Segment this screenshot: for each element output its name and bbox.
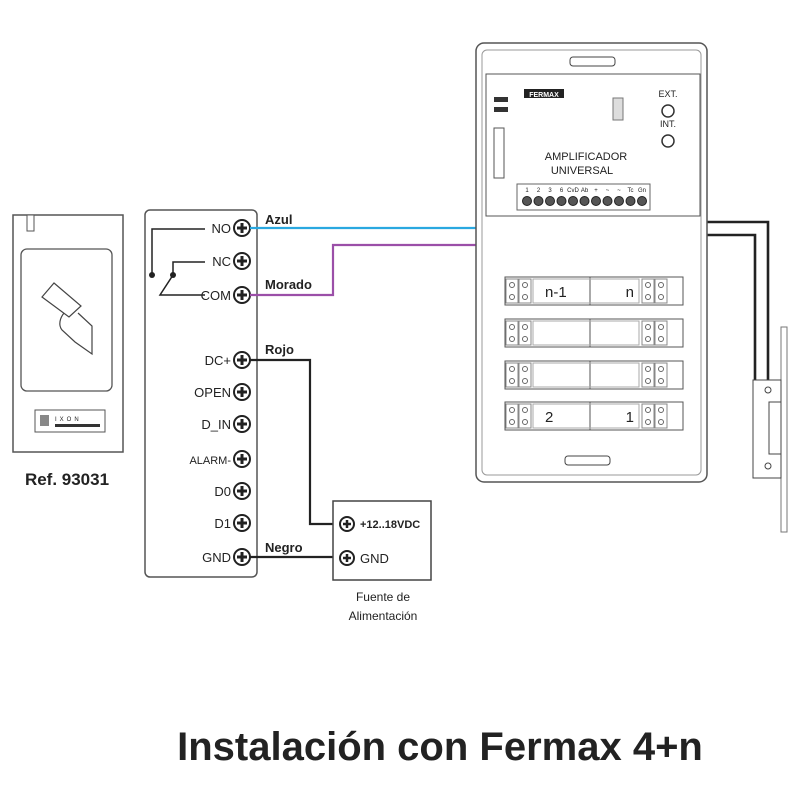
amp-screw-icon [522,196,532,206]
ext-label: EXT. [658,89,677,99]
psu-caption-1: Fuente de [356,590,410,604]
amp-screw-icon [637,196,647,206]
terminal-label: GND [202,550,231,565]
psu-gnd-label: GND [360,551,389,566]
wire-label-azul: Azul [265,212,292,227]
fermax-panel: FERMAX EXT. INT. AMPLIFICADOR UNIVERSAL … [475,42,708,483]
amp-terminal-label: Tc [628,188,634,194]
amp-title-1: AMPLIFICADOR [545,151,628,163]
amp-screw-icon [602,196,613,206]
card-hand-icon [41,282,93,356]
amp-screw-icon [579,196,590,206]
amp-screw-icon [625,196,636,206]
terminal-gnd: GND [202,548,251,566]
wire-label-rojo: Rojo [265,342,294,357]
push-button-left[interactable]: n-1 [545,284,567,301]
int-volume-icon[interactable] [661,134,675,148]
red-wire [250,358,340,526]
terminal-no: NO [212,219,251,237]
terminal-dc: DC+ [205,351,251,369]
amp-terminal-label: 2 [537,188,541,194]
power-supply: +12..18VDC GND Fuente de Alimentación [332,500,432,623]
reader-ref: Ref. 93031 [25,470,109,489]
electric-strike [752,326,788,533]
int-label: INT. [660,119,676,129]
terminal-label: NC [212,254,231,269]
ixon-logo-icon [40,415,49,426]
amp-terminal-label: CvD [567,188,579,194]
amp-screw-icon [533,196,544,206]
push-button-row: n-1 n [504,276,684,306]
terminal-label: NO [212,221,232,236]
amp-terminal-label: 1 [525,188,529,194]
ixon-logo: IXON [55,417,82,423]
amp-terminal-label: ~ [617,188,621,194]
amp-terminal-label: 3 [548,188,552,194]
amp-screw-icon [556,196,567,206]
terminal-label: D0 [214,484,231,499]
access-controller [144,209,258,578]
terminal-label: ALARM- [189,455,231,467]
terminal-nc: NC [212,252,251,270]
push-button-row [504,318,684,348]
terminal-label: COM [201,288,231,303]
page-title: Instalación con Fermax 4+n [177,725,703,769]
terminal-label: D_IN [201,417,231,432]
terminal-d0: D0 [214,482,251,500]
amp-title-2: UNIVERSAL [551,165,613,177]
amp-terminal-label: 6 [560,188,564,194]
card-reader: IXON Ref. 93031 [12,214,124,489]
push-button-row [504,360,684,390]
amp-terminal-label: Ab [581,188,589,194]
fermax-logo [524,89,564,98]
amp-terminal-label: + [594,188,598,194]
terminal-alarm: ALARM- [189,450,251,468]
amp-terminal-label: ~ [606,188,610,194]
terminal-d1: D1 [214,514,251,532]
terminal-open: OPEN [194,383,251,401]
psu-plus-label: +12..18VDC [360,519,420,531]
terminal-label: D1 [214,516,231,531]
terminal-label: OPEN [194,385,231,400]
amp-screw-icon [545,196,555,206]
push-button-left[interactable]: 2 [545,409,553,426]
psu-caption-2: Alimentación [349,609,418,623]
push-button-right[interactable]: 1 [626,409,634,426]
terminal-label: DC+ [205,353,231,368]
wire-label-morado: Morado [265,277,312,292]
svg-text:FERMAX: FERMAX [529,92,559,99]
ext-volume-icon[interactable] [661,104,675,118]
amp-screw-icon [591,196,601,206]
amp-screw-icon [568,196,578,206]
amp-terminal-label: Gn [638,188,646,194]
wire-label-negro: Negro [265,540,303,555]
terminal-din: D_IN [201,415,251,433]
terminal-com: COM [201,286,251,304]
amp-screw-icon [614,196,624,206]
push-button-right[interactable]: n [626,284,634,301]
